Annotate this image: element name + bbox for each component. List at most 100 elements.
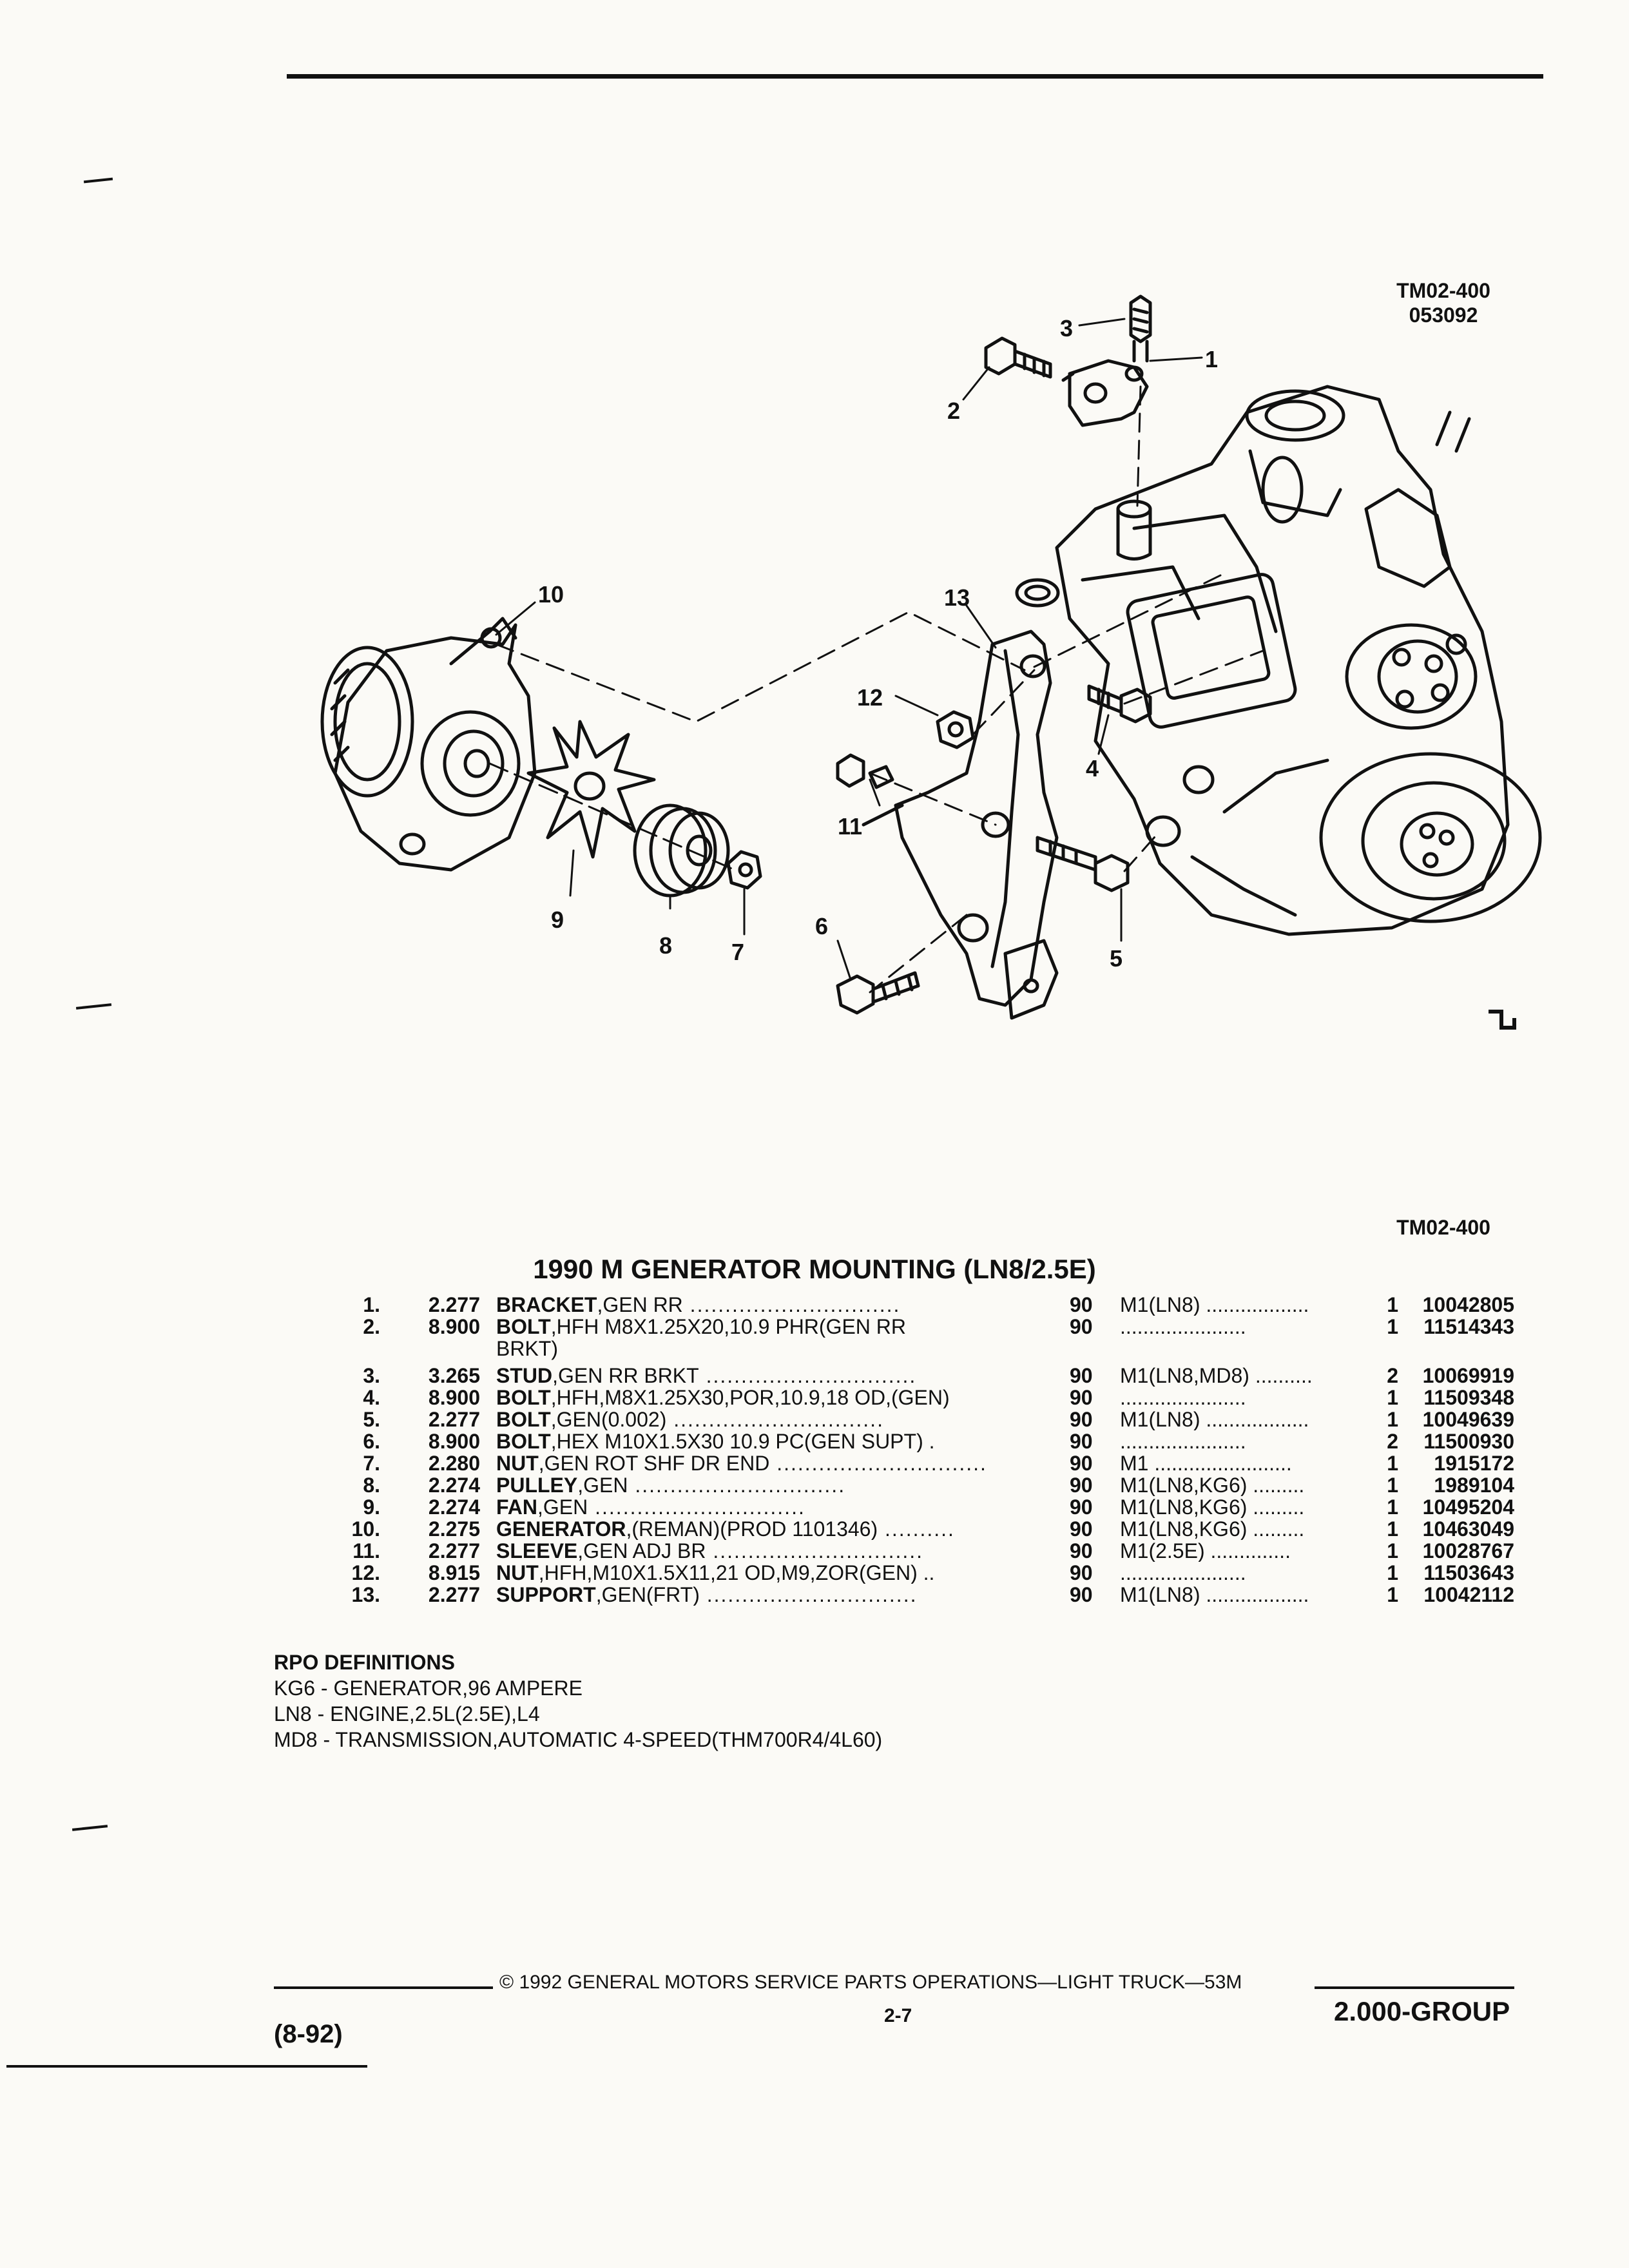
- quantity: 1: [1387, 1495, 1398, 1519]
- rear-bracket: [1061, 359, 1149, 427]
- part-number: 1915172: [1434, 1452, 1514, 1475]
- table-row: 7. 2.280 NUT,GEN ROT SHF DR END ........…: [0, 1452, 1629, 1474]
- quantity: 1: [1387, 1474, 1398, 1497]
- part-description-continued: BRKT): [496, 1337, 558, 1360]
- bolt-5: [1036, 836, 1130, 892]
- generator: [320, 617, 537, 872]
- shaft-nut: [726, 850, 762, 890]
- bolt-4: [1087, 684, 1152, 724]
- item-index: 11.: [352, 1539, 380, 1562]
- usage: M1(LN8) ..................: [1120, 1294, 1309, 1316]
- part-description: BOLT,GEN(0.002) ........................…: [496, 1408, 884, 1430]
- table-row: 10. 2.275 GENERATOR,(REMAN)(PROD 1101346…: [0, 1518, 1629, 1540]
- model-year: 90: [1070, 1293, 1093, 1316]
- table-row: 9. 2.274 FAN,GEN .......................…: [0, 1496, 1629, 1518]
- part-number: 10028767: [1422, 1539, 1514, 1562]
- part-detail: ,GEN(0.002): [550, 1408, 667, 1430]
- part-detail: ,GEN RR BRKT: [552, 1365, 699, 1387]
- part-description: SUPPORT,GEN(FRT) .......................…: [496, 1584, 918, 1606]
- model-year: 90: [1070, 1495, 1093, 1519]
- item-index: 13.: [351, 1583, 380, 1606]
- section-title: 1990 M GENERATOR MOUNTING (LN8/2.5E): [533, 1254, 1096, 1284]
- footer-date: (8-92): [274, 2020, 343, 2048]
- stud: [1129, 294, 1152, 363]
- quantity: 1: [1387, 1517, 1398, 1541]
- part-description: BOLT,HFH,M8X1.25X30,POR,10.9,18 OD,(GEN): [496, 1387, 1025, 1408]
- model-year: 90: [1070, 1561, 1093, 1584]
- rpo-item: LN8 - ENGINE,2.5L(2.5E),L4: [274, 1702, 540, 1725]
- item-index: 1.: [363, 1293, 380, 1316]
- item-index: 8.: [363, 1474, 380, 1497]
- margin-dash: [72, 1825, 108, 1831]
- part-name: SLEEVE: [496, 1540, 578, 1562]
- figure-code: TM02-400: [1396, 279, 1490, 302]
- rpo-item: MD8 - TRANSMISSION,AUTOMATIC 4-SPEED(THM…: [274, 1728, 883, 1751]
- quantity: 1: [1387, 1293, 1398, 1316]
- group-number: 2.277: [428, 1539, 480, 1562]
- part-name: STUD: [496, 1365, 553, 1387]
- callout-3: 3: [1060, 315, 1073, 341]
- callout-5: 5: [1110, 945, 1123, 972]
- part-description: BOLT,HFH M8X1.25X20,10.9 PHR(GEN RR: [496, 1316, 1025, 1338]
- footer-rule-left: [274, 1986, 493, 1989]
- part-name: BOLT: [496, 1387, 551, 1408]
- group-number: 2.277: [428, 1408, 480, 1431]
- table-row: 4. 8.900 BOLT,HFH,M8X1.25X30,POR,10.9,18…: [0, 1387, 1629, 1408]
- quantity: 1: [1387, 1452, 1398, 1475]
- table-row: 2. 8.900 BOLT,HFH M8X1.25X20,10.9 PHR(GE…: [0, 1316, 1629, 1338]
- item-index: 2.: [363, 1315, 380, 1338]
- item-index: 9.: [363, 1495, 380, 1519]
- part-name: BOLT: [496, 1408, 551, 1430]
- part-name: BOLT: [496, 1430, 551, 1452]
- callout-8: 8: [659, 932, 672, 959]
- part-name: SUPPORT: [496, 1584, 596, 1606]
- part-detail: ,GEN: [537, 1496, 588, 1518]
- support-bracket: [862, 629, 1059, 1020]
- bolt-6: [836, 971, 920, 1015]
- part-description: PULLEY,GEN .............................…: [496, 1474, 846, 1496]
- top-rule: [287, 74, 1543, 79]
- washer: [1015, 578, 1060, 608]
- usage: M1(LN8,KG6) .........: [1120, 1518, 1305, 1540]
- group-number: 8.915: [428, 1561, 480, 1584]
- model-year: 90: [1070, 1517, 1093, 1541]
- figure-date-code: 053092: [1409, 303, 1478, 327]
- callout-10: 10: [538, 581, 564, 608]
- usage: M1(2.5E) ..............: [1120, 1540, 1291, 1562]
- footer-group: 2.000-GROUP: [1334, 1996, 1510, 2026]
- generator-fan: [526, 720, 656, 859]
- quantity: 2: [1387, 1430, 1398, 1453]
- group-number: 8.900: [428, 1386, 480, 1409]
- part-name: PULLEY: [496, 1474, 578, 1496]
- part-description: SLEEVE,GEN ADJ BR ......................…: [496, 1540, 924, 1562]
- part-detail: ,GEN: [577, 1474, 628, 1496]
- table-row: 1. 2.277 BRACKET,GEN RR ................…: [0, 1294, 1629, 1316]
- quantity: 1: [1387, 1386, 1398, 1409]
- usage: ......................: [1120, 1316, 1246, 1338]
- usage: M1(LN8,KG6) .........: [1120, 1474, 1305, 1496]
- table-row: 5. 2.277 BOLT,GEN(0.002) ...............…: [0, 1408, 1629, 1430]
- part-description: NUT,HFH,M10X1.5X11,21 OD,M9,ZOR(GEN) ..: [496, 1562, 935, 1584]
- quantity: 1: [1387, 1315, 1398, 1338]
- part-name: GENERATOR: [496, 1518, 626, 1540]
- usage: ......................: [1120, 1562, 1246, 1584]
- part-name: BRACKET: [496, 1294, 597, 1316]
- callout-2: 2: [947, 398, 960, 424]
- callout-7: 7: [731, 939, 744, 965]
- item-index: 4.: [363, 1386, 380, 1409]
- part-number: 11509348: [1423, 1386, 1514, 1409]
- model-year: 90: [1070, 1583, 1093, 1606]
- table-row: 11. 2.277 SLEEVE,GEN ADJ BR ............…: [0, 1540, 1629, 1562]
- part-number: 10042112: [1423, 1583, 1514, 1606]
- group-number: 2.277: [428, 1293, 480, 1316]
- part-detail: ,HFH M8X1.25X20,10.9 PHR(GEN RR: [550, 1316, 907, 1338]
- part-description: FAN,GEN ..............................: [496, 1496, 805, 1518]
- bottom-margin-rule: [6, 2065, 367, 2068]
- part-detail: ,HFH,M8X1.25X30,POR,10.9,18 OD,(GEN): [550, 1387, 950, 1408]
- quantity: 2: [1387, 1364, 1398, 1387]
- part-number: 11514343: [1423, 1315, 1514, 1338]
- quantity: 1: [1387, 1408, 1398, 1431]
- usage: M1(LN8) ..................: [1120, 1408, 1309, 1430]
- figure-code-bottom: TM02-400: [1396, 1216, 1490, 1239]
- exploded-view-diagram: 1 2 3 4 5 6 7 8 9 10 11 12 13: [320, 294, 1542, 1030]
